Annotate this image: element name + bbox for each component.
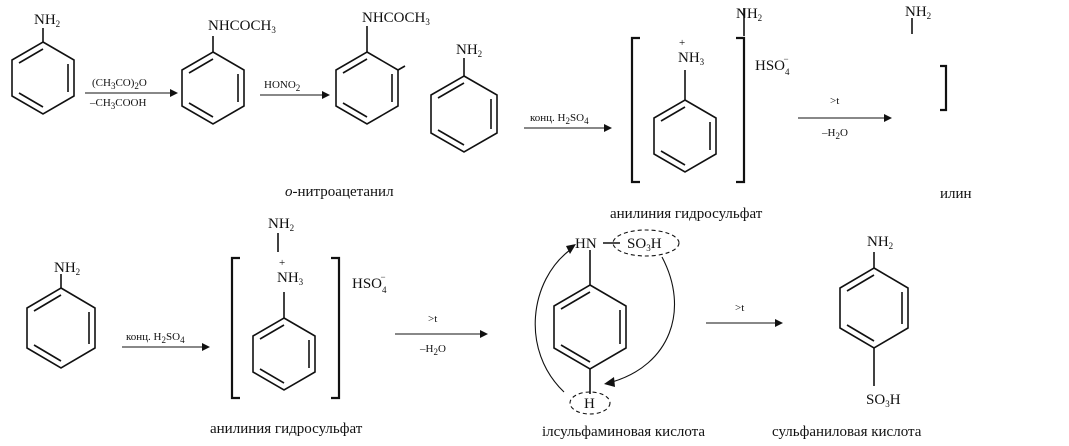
heat-label-bottom: >t <box>428 313 437 325</box>
heat-arrow-final: >t <box>706 302 783 327</box>
o-nitroacetanilide-caption: о-нитроацетанил <box>285 184 394 200</box>
o-nitroacetanilide-structure: NHCOCH3 <box>335 10 430 125</box>
nh3-group-label-2: NH <box>277 270 299 286</box>
acetylation-byproduct-label: –CH3COOH <box>89 97 147 111</box>
svg-text:NH2: NH2 <box>456 42 482 59</box>
svg-text:SO3H: SO3H <box>866 392 901 409</box>
nh2-group-label: NH <box>34 12 56 28</box>
cut-caption-top-right: илин <box>940 186 972 202</box>
nh2-group-label-4: NH <box>905 4 927 20</box>
anilinium-hydrosulfate-bottom: NH2 + NH3 HSO4− <box>230 216 387 400</box>
cut-structure-fragment: NH2 <box>905 4 948 112</box>
nh2-group-label-7: NH <box>867 234 889 250</box>
svg-text:NHCOCH3: NHCOCH3 <box>208 18 276 35</box>
aniline-structure-overlay: NH2 <box>428 42 500 156</box>
svg-text:NH3: NH3 <box>678 50 705 67</box>
nh2-group-label-3: NH <box>736 6 758 22</box>
aniline-structure-bottom: NH2 <box>26 260 96 369</box>
sulfuric-acid-label-top: конц. H2SO4 <box>530 112 589 126</box>
sulfanilic-acid-caption: сульфаниловая кислота <box>772 424 922 440</box>
nitration-arrow: HONO2 <box>260 79 330 99</box>
nhcoch3-group-label-2: NHCOCH <box>362 10 426 26</box>
dehydration-label-bottom: –H2O <box>419 343 446 357</box>
heat-arrow-top: >t –H2O <box>798 95 892 141</box>
plus-charge: + <box>679 37 685 49</box>
svg-text:NH2: NH2 <box>867 234 893 251</box>
acetanilide-structure: NHCOCH3 <box>181 18 276 125</box>
sulfuric-acid-arrow-bottom: конц. H2SO4 <box>122 331 210 351</box>
heat-label-final: >t <box>735 302 744 314</box>
svg-text:HSO4−: HSO4− <box>352 272 387 295</box>
nh2-group-label-6: NH <box>268 216 290 232</box>
sulfanilic-acid-structure: NH2 SO3H <box>839 234 909 409</box>
anilinium-hydrosulfate-top: + NH3 NH2 HSO4− <box>630 6 790 184</box>
so3h-group-label-2: SO <box>866 392 885 408</box>
acetylation-reagent-label: (CH3CO)2O <box>92 77 147 91</box>
svg-text:NH2: NH2 <box>905 4 931 21</box>
svg-text:NH3: NH3 <box>277 270 304 287</box>
nh3-group-label: NH <box>678 50 700 66</box>
plus-charge-2: + <box>279 257 285 269</box>
phenylsulfamic-acid-structure: HN SO3H H <box>534 229 680 415</box>
phenylsulfamic-acid-caption: ілсульфаминовая кислота <box>542 424 705 440</box>
acetylation-arrow: (CH3CO)2O –CH3COOH <box>85 77 178 111</box>
svg-text:NH2: NH2 <box>34 12 60 29</box>
svg-text:NH2: NH2 <box>736 6 762 23</box>
anilinium-hydrosulfate-caption-bottom: анилиния гидросульфат <box>210 421 363 437</box>
hn-group-label: HN <box>575 236 597 252</box>
svg-text:SO3H: SO3H <box>627 236 662 253</box>
hso4-anion-label-2: HSO <box>352 276 382 292</box>
nh2-group-label-2: NH <box>456 42 478 58</box>
sulfuric-acid-arrow-top: конц. H2SO4 <box>524 112 612 132</box>
hso4-anion-label: HSO <box>755 58 785 74</box>
svg-text:NH2: NH2 <box>54 260 80 277</box>
anilinium-hydrosulfate-caption-top: анилиния гидросульфат <box>610 206 763 222</box>
svg-text:HSO4−: HSO4− <box>755 54 790 77</box>
aniline-structure-top: NH2 <box>11 12 75 115</box>
heat-label-top: >t <box>830 95 839 107</box>
svg-text:NH2: NH2 <box>268 216 294 233</box>
nitration-reagent-label: HONO2 <box>264 79 300 93</box>
nh2-group-label-5: NH <box>54 260 76 276</box>
nhcoch3-group-label: NHCOCH <box>208 18 272 34</box>
svg-text:NHCOCH3: NHCOCH3 <box>362 10 430 27</box>
heat-arrow-bottom: >t –H2O <box>395 313 488 357</box>
dehydration-label-top: –H2O <box>821 127 848 141</box>
sulfuric-acid-label-bottom: конц. H2SO4 <box>126 331 185 345</box>
h-atom-label: H <box>584 396 595 412</box>
so3h-group-label: SO <box>627 236 646 252</box>
